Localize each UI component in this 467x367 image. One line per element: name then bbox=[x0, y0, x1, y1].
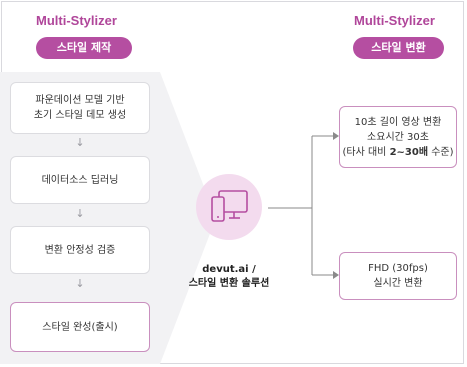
output-1-line1: 10초 길이 영상 변환 bbox=[354, 116, 442, 128]
devices-icon bbox=[211, 190, 248, 222]
step-4-label: 스타일 완성(출시) bbox=[42, 321, 118, 333]
center-circle bbox=[196, 174, 262, 240]
step-box-deep-learning: 데이터소스 딥러닝 bbox=[10, 156, 150, 204]
down-arrow-icon: ↓ bbox=[75, 207, 85, 220]
output-2-line2: 실시간 변환 bbox=[373, 278, 423, 289]
step-1-line1: 파운데이션 모델 기반 bbox=[35, 95, 125, 106]
right-title: Multi-Stylizer bbox=[354, 13, 435, 28]
output-box-conversion-speed: 10초 길이 영상 변환 소요시간 30초 (타사 대비 2~30배 수준) bbox=[339, 106, 457, 168]
down-arrow-icon: ↓ bbox=[75, 277, 85, 290]
left-title: Multi-Stylizer bbox=[36, 13, 117, 28]
output-box-realtime-fhd: FHD (30fps) 실시간 변환 bbox=[339, 252, 457, 300]
step-2-label: 데이터소스 딥러닝 bbox=[41, 174, 119, 186]
center-label: devut.ai / 스타일 변환 솔루션 bbox=[178, 263, 280, 291]
output-1-line3: (타사 대비 2~30배 수준) bbox=[343, 145, 454, 160]
step-box-foundation-demo: 파운데이션 모델 기반 초기 스타일 데모 생성 bbox=[10, 82, 150, 134]
output-1-line3-suffix: 수준) bbox=[428, 146, 454, 158]
left-pill: 스타일 제작 bbox=[36, 37, 132, 59]
center-label-line1: devut.ai / bbox=[202, 264, 256, 275]
right-pill: 스타일 변환 bbox=[353, 37, 444, 59]
step-box-stability-check: 변환 안정성 검증 bbox=[10, 226, 150, 274]
step-3-label: 변환 안정성 검증 bbox=[44, 244, 116, 256]
funnel-arrow-shape bbox=[160, 72, 216, 364]
center-label-line2: 스타일 변환 솔루션 bbox=[188, 278, 270, 289]
output-1-line3-bold: 2~30배 bbox=[389, 146, 429, 158]
output-2-line1: FHD (30fps) bbox=[368, 263, 428, 274]
down-arrow-icon: ↓ bbox=[75, 136, 85, 149]
step-1-line2: 초기 스타일 데모 생성 bbox=[33, 110, 127, 121]
output-1-line2: 소요시간 30초 bbox=[367, 131, 429, 143]
output-1-line3-prefix: (타사 대비 bbox=[342, 146, 390, 158]
step-box-style-release: 스타일 완성(출시) bbox=[10, 302, 150, 352]
